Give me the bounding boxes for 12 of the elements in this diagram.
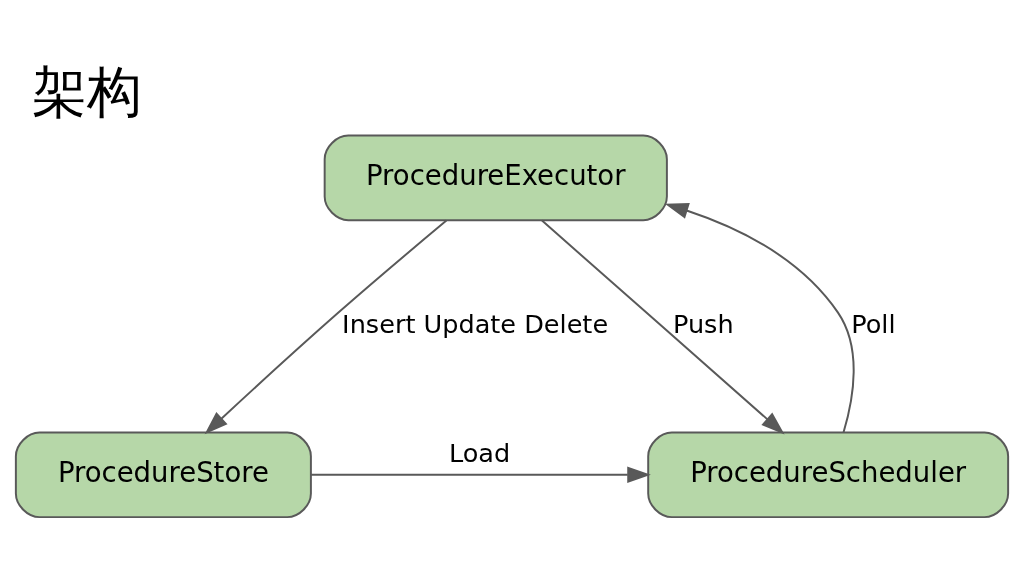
node-box: ProcedureExecutor [323,134,668,222]
arrow [541,219,785,435]
edge-label: Insert Update Delete [342,309,609,340]
edge-label: Load [448,437,511,468]
node-box: ProcedureStore [14,431,312,519]
arrow [664,202,855,434]
arrow [204,219,448,435]
node-box: ProcedureScheduler [647,431,1010,519]
edge-label: Push [672,309,734,340]
edge-label: Poll [851,309,896,340]
diagram-title: 架构 [31,59,142,124]
arrow [309,466,651,484]
